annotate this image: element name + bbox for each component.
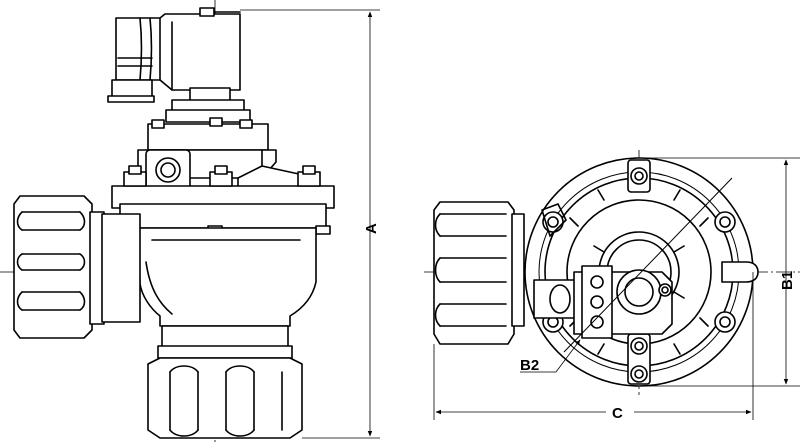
solenoid-coil <box>107 7 241 103</box>
flange-bolt-right <box>297 165 321 187</box>
front-bolt-bottom <box>627 333 651 385</box>
dimension-b1: B1 <box>639 157 800 387</box>
dimension-b2: B2 <box>520 339 581 374</box>
front-bolt-lower-right <box>714 311 736 333</box>
dimension-b1-label: B1 <box>779 271 796 290</box>
front-bolt-upper-left <box>541 203 567 237</box>
front-pilot-nipple <box>721 261 759 283</box>
flange-bolt-left <box>123 165 147 187</box>
dimension-b2-label: B2 <box>520 357 539 374</box>
inlet-nut <box>13 195 141 339</box>
solenoid-stem <box>165 87 251 123</box>
side-view: A <box>0 0 380 442</box>
valve-body <box>137 227 317 327</box>
front-bolt-top <box>627 159 651 193</box>
front-inlet-nut <box>433 201 525 345</box>
valve-flange <box>111 165 335 235</box>
dimension-a: A <box>240 9 380 439</box>
dimension-c: C <box>433 272 754 422</box>
section-cut-line <box>563 177 733 353</box>
flange-bolt-center <box>209 165 233 187</box>
front-solenoid-block <box>533 265 673 339</box>
front-view: B1 B2 C <box>424 150 800 422</box>
front-bolt-upper-right <box>714 211 736 233</box>
dimension-c-label: C <box>612 405 623 422</box>
outlet-nut <box>147 357 303 439</box>
outlet-neck <box>157 325 293 359</box>
dimension-a-label: A <box>363 223 380 234</box>
